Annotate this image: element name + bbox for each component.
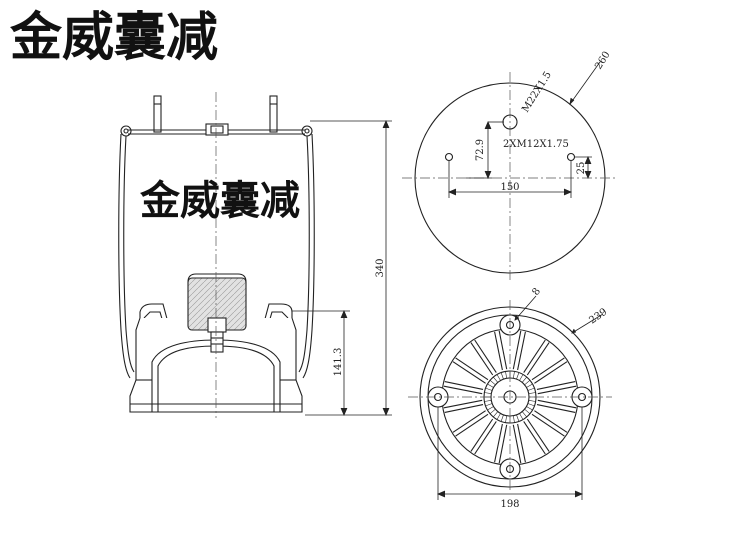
hub-tick <box>500 372 504 380</box>
piston-height-dimension <box>292 309 350 417</box>
rib-line <box>444 381 484 390</box>
rib-line <box>494 423 503 463</box>
hub-tick <box>526 383 533 388</box>
stud-left <box>153 95 162 133</box>
top-diameter-label: 260 <box>593 50 612 72</box>
rib-line <box>470 418 494 452</box>
rib-line <box>512 424 522 464</box>
hub-tick <box>528 400 536 402</box>
rib-line <box>523 421 546 455</box>
bolt-thread-label: 2XM12X1.75 <box>503 139 569 150</box>
height-label: 340 <box>375 258 386 277</box>
rib-line <box>512 330 522 370</box>
rib-line <box>537 399 577 409</box>
rib-line <box>536 404 576 413</box>
bolt-spacing-label: 150 <box>500 182 519 193</box>
rib-line <box>517 331 526 371</box>
rib-line <box>531 357 565 381</box>
hub-tick <box>496 413 501 420</box>
hub-tick <box>521 376 527 383</box>
rib-line <box>523 339 546 373</box>
hub-tick <box>519 374 524 381</box>
radial-ribs <box>443 330 577 464</box>
rib-line <box>444 404 484 413</box>
bottom-diameter-label: 239 <box>587 306 609 326</box>
hub-tick <box>485 387 493 391</box>
hub-tick <box>484 400 492 402</box>
stud-thread-label: M22X1.5 <box>520 70 554 115</box>
hub-tick <box>505 371 507 379</box>
hub-tick <box>487 383 494 388</box>
rib-line <box>474 339 497 373</box>
hub-tick <box>493 376 499 383</box>
hub-tick <box>528 392 536 394</box>
hub-tick <box>496 374 501 381</box>
bottom-width-dimension <box>436 407 584 500</box>
rib-line <box>443 399 483 409</box>
rib-line <box>474 421 497 455</box>
rib-line <box>455 357 489 381</box>
rib-line <box>498 424 508 464</box>
rib-line <box>452 361 486 384</box>
rib-line <box>537 385 577 395</box>
hub-tick <box>524 380 531 386</box>
hole-label: 8 <box>530 286 543 298</box>
offset-vertical-label: 72.9 <box>475 139 486 161</box>
rib-line <box>534 410 568 433</box>
hub-tick <box>513 371 515 379</box>
hub-tick <box>527 387 535 391</box>
hub-tick <box>500 414 504 422</box>
offset-small-label: 25 <box>576 162 587 175</box>
rib-line <box>498 330 508 370</box>
rib-line <box>470 342 494 376</box>
bolt-hole-left <box>444 152 454 162</box>
hub-tick <box>524 408 531 414</box>
height-dimension <box>305 119 392 417</box>
rib-line <box>455 413 489 437</box>
hub-tick <box>489 408 496 414</box>
rib-line <box>531 413 565 437</box>
top-plate <box>120 123 313 137</box>
hub-tick <box>516 372 520 380</box>
stud-right <box>269 95 278 133</box>
bolt-spacing-dimension <box>447 161 573 198</box>
hub-tick <box>527 403 535 407</box>
hub-tick <box>505 415 507 423</box>
top-view <box>402 61 618 283</box>
bolt-hole-right <box>566 152 576 162</box>
rib-line <box>443 385 483 395</box>
diameter-leader-260 <box>569 61 601 106</box>
center-bolt <box>207 317 227 353</box>
hub-tick <box>489 380 496 386</box>
hole-leader-8 <box>514 295 537 321</box>
brand-watermark: 金威囊减 <box>140 178 300 224</box>
rib-line <box>526 342 550 376</box>
brand-title: 金威囊减 <box>10 8 219 68</box>
bottom-width-label: 198 <box>500 499 519 510</box>
hub-tick <box>521 411 527 418</box>
rib-line <box>494 331 503 371</box>
offset-dimension-25 <box>574 155 592 180</box>
rib-line <box>526 418 550 452</box>
rib-line <box>452 410 486 433</box>
bellow <box>118 133 315 379</box>
hub-tick <box>485 403 493 407</box>
side-view <box>118 92 392 418</box>
hub-tick <box>526 406 533 411</box>
hub-tick <box>493 411 499 418</box>
diameter-leader-239 <box>571 313 604 334</box>
hub-tick <box>516 414 520 422</box>
hub-tick <box>484 392 492 394</box>
rib-line <box>534 361 568 384</box>
hub-tick <box>519 413 524 420</box>
piston-height-label: 141.3 <box>333 348 344 377</box>
bottom-view <box>408 295 612 500</box>
offset-dimension-72-9 <box>466 120 504 180</box>
hub-tick <box>513 415 515 423</box>
hub-tick <box>487 406 494 411</box>
rib-line <box>536 381 576 390</box>
rib-line <box>517 423 526 463</box>
